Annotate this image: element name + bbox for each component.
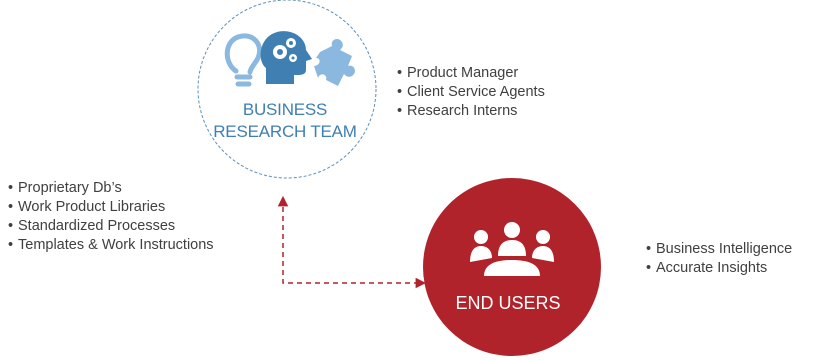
list-item: Standardized Processes (8, 217, 214, 236)
list-item: Client Service Agents (397, 83, 545, 102)
resources-list: Proprietary Db’s Work Product Libraries … (8, 179, 214, 255)
end-users-label: END USERS (455, 293, 561, 313)
list-item: Templates & Work Instructions (8, 236, 214, 255)
list-item: Work Product Libraries (8, 198, 214, 217)
connector-arrow (277, 195, 427, 289)
team-label-line1: BUSINESS (242, 100, 328, 119)
list-item: Business Intelligence (646, 240, 792, 259)
outputs-list: Business Intelligence Accurate Insights (646, 240, 792, 278)
lightbulb-icon (224, 33, 262, 87)
group-meeting-icon (470, 222, 554, 276)
list-item: Research Interns (397, 102, 545, 121)
list-item: Product Manager (397, 64, 545, 83)
team-circle (197, 0, 377, 179)
team-label-line2: RESEARCH TEAM (213, 122, 357, 141)
team-circle-label: BUSINESS RESEARCH TEAM (205, 99, 365, 143)
puzzle-piece-icon (314, 39, 355, 86)
list-item: Proprietary Db’s (8, 179, 214, 198)
list-item: Accurate Insights (646, 259, 792, 278)
head-gears-icon (260, 31, 312, 85)
team-members-list: Product Manager Client Service Agents Re… (397, 64, 545, 121)
